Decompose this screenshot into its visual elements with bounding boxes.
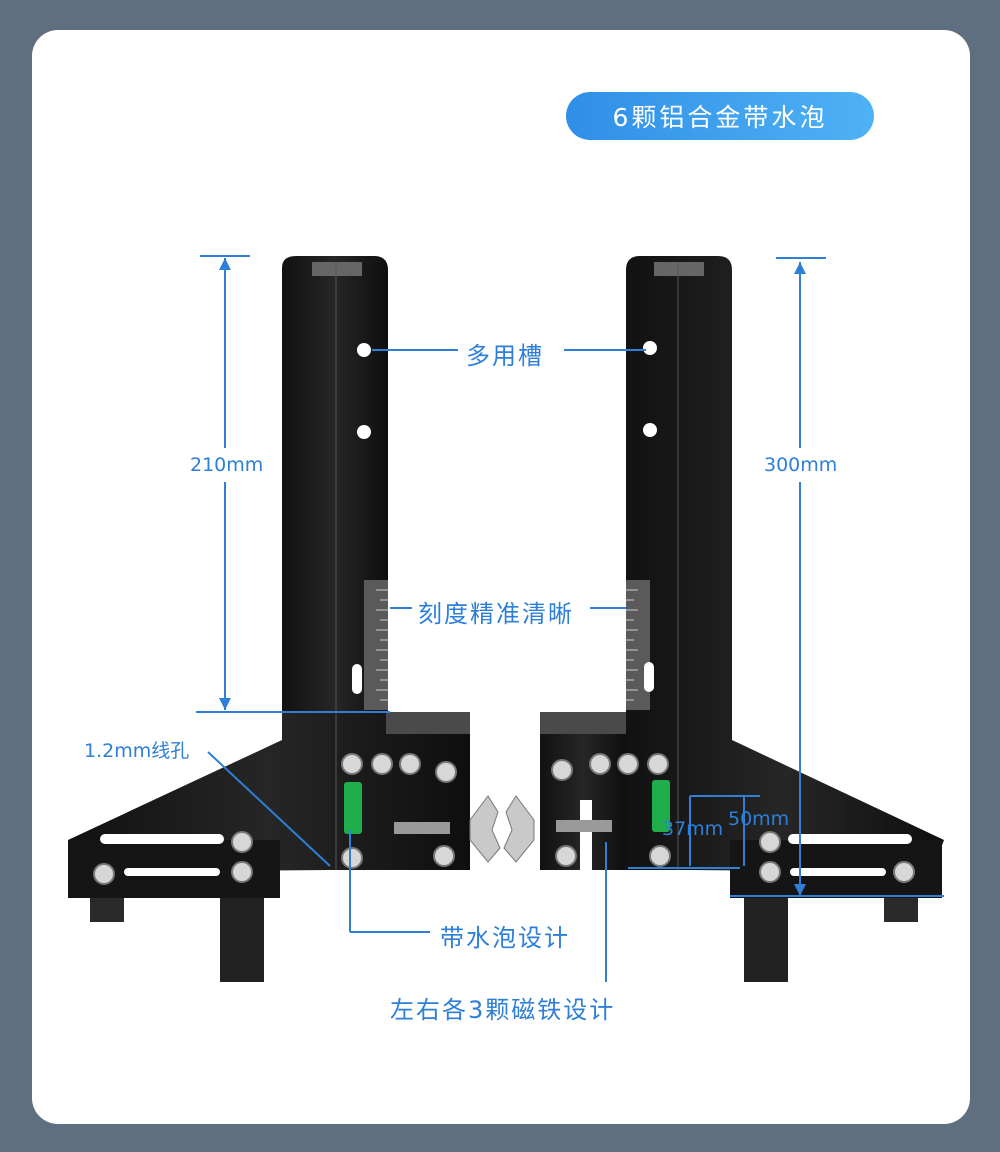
product-card <box>32 30 970 1124</box>
dim-37: 37mm <box>662 818 724 840</box>
hole-label: 1.2mm线孔 <box>84 740 190 762</box>
scale-label: 刻度精准清晰 <box>418 600 574 628</box>
wing-nut-bolts <box>394 795 612 863</box>
slot-label: 多用槽 <box>466 342 544 370</box>
dim-210: 210mm <box>190 454 264 476</box>
feature-badge: 6颗铝合金带水泡 <box>566 92 874 140</box>
dim-300: 300mm <box>764 454 838 476</box>
magnet-label: 左右各3颗磁铁设计 <box>390 996 616 1024</box>
left-gauge <box>68 256 470 982</box>
right-gauge <box>540 256 944 982</box>
bubble-label: 带水泡设计 <box>440 924 570 952</box>
dim-50: 50mm <box>728 808 790 830</box>
